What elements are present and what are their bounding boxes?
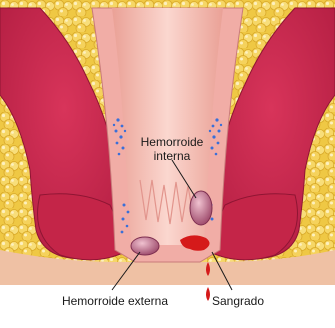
- internal-hemorrhoid-label-line1: Hemorroide: [141, 135, 204, 149]
- external-hemorrhoid: [131, 237, 159, 255]
- bleeding-label: Sangrado: [212, 294, 264, 308]
- internal-hemorrhoid: [190, 191, 212, 225]
- external-hemorrhoid-label: Hemorroide externa: [62, 294, 168, 308]
- internal-hemorrhoid-label-line2: interna: [154, 149, 191, 163]
